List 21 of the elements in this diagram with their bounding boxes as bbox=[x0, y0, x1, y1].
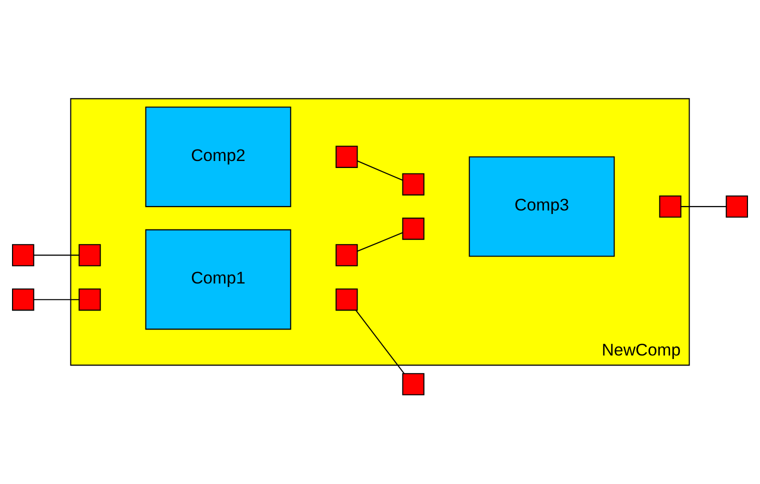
node-box bbox=[402, 217, 424, 240]
connector bbox=[357, 232, 403, 252]
node-box bbox=[402, 372, 424, 395]
node-box: Comp1 bbox=[145, 228, 292, 330]
node-box bbox=[78, 288, 101, 310]
node-box bbox=[726, 194, 748, 218]
node-box bbox=[12, 288, 34, 310]
node-box bbox=[336, 145, 358, 168]
node-box bbox=[402, 172, 424, 195]
connector bbox=[34, 254, 80, 256]
connector bbox=[356, 310, 405, 374]
node-box: Comp2 bbox=[145, 106, 292, 207]
node-box bbox=[78, 244, 101, 266]
node-box bbox=[336, 244, 358, 266]
connector bbox=[357, 160, 403, 180]
connector bbox=[680, 206, 726, 207]
connector bbox=[34, 298, 80, 300]
node-box bbox=[659, 194, 682, 218]
node-box bbox=[336, 288, 358, 310]
node-box: Comp3 bbox=[468, 156, 615, 256]
node-box bbox=[12, 244, 34, 266]
